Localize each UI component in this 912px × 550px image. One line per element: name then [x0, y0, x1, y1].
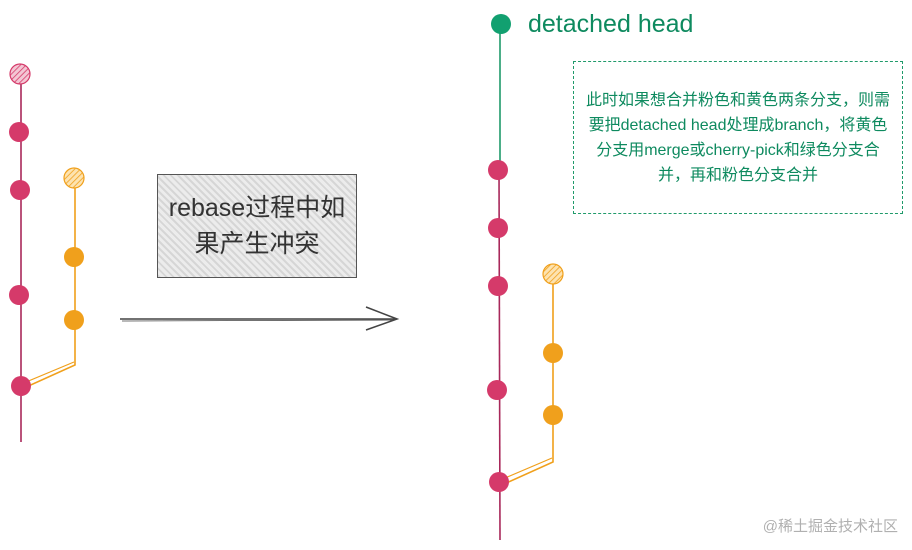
left-commit-graph: [9, 63, 85, 442]
right-pink-commit: [488, 218, 508, 238]
conflict-box: rebase过程中如果产生冲突: [157, 174, 357, 278]
arrowhead: [365, 306, 400, 331]
left-pink-commit: [9, 122, 29, 142]
left-orange-commit: [64, 247, 84, 267]
right-orange-pending-commit: [542, 263, 564, 285]
note-box: 此时如果想合并粉色和黄色两条分支，则需要把detached head处理成bra…: [573, 61, 903, 214]
right-orange-branch-line: [501, 274, 554, 486]
right-orange-branch-line-2: [504, 457, 553, 479]
left-orange-pending-commit: [63, 167, 85, 189]
left-orange-branch-line: [23, 178, 76, 389]
left-pink-pending-commit: [9, 63, 31, 85]
right-commit-graph: [487, 14, 564, 541]
watermark: @稀土掘金技术社区: [762, 518, 898, 535]
conflict-box-text: rebase过程中如果产生冲突: [168, 194, 346, 258]
left-orange-commit: [64, 310, 84, 330]
right-pink-commit: [489, 472, 509, 492]
arrow-shaft-2: [121, 319, 395, 322]
right-pink-commit: [487, 380, 507, 400]
right-orange-commit: [543, 405, 563, 425]
detached-head-commit: [491, 14, 511, 34]
right-pink-commit: [488, 276, 508, 296]
rebase-arrow: [120, 306, 400, 331]
detached-head-label: detached head: [528, 10, 694, 38]
right-orange-commit: [543, 343, 563, 363]
left-orange-branch-line-2: [25, 361, 75, 383]
left-pink-commit: [9, 285, 29, 305]
left-pink-commit: [10, 180, 30, 200]
right-pink-commit: [488, 160, 508, 180]
note-text: 此时如果想合并粉色和黄色两条分支，则需要把detached head处理成bra…: [585, 91, 890, 184]
left-pink-commit: [11, 376, 31, 396]
